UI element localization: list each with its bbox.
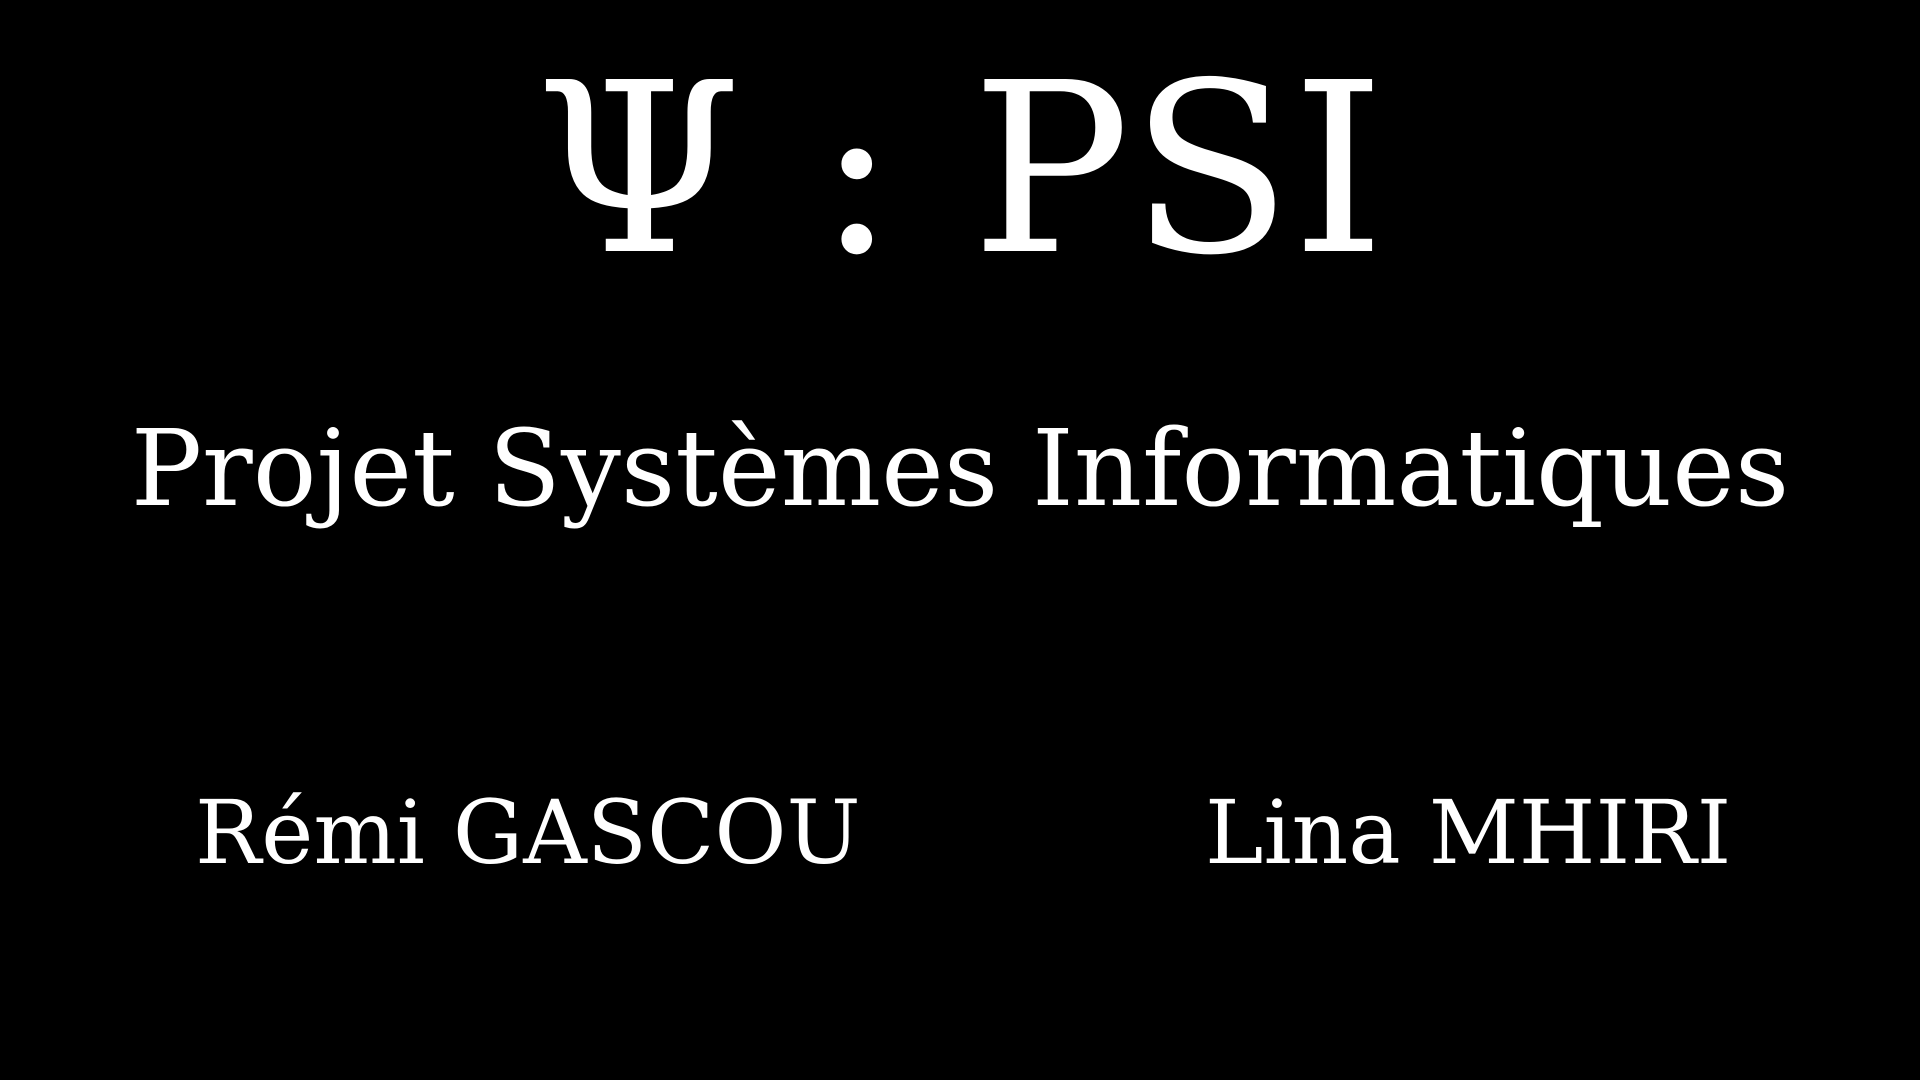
author-name-1: Rémi GASCOU [195, 781, 861, 884]
slide-title: Ψ : PSI [534, 32, 1386, 307]
slide-subtitle: Projet Systèmes Informatiques [130, 407, 1790, 530]
author-name-2: Lina MHIRI [1205, 781, 1732, 884]
